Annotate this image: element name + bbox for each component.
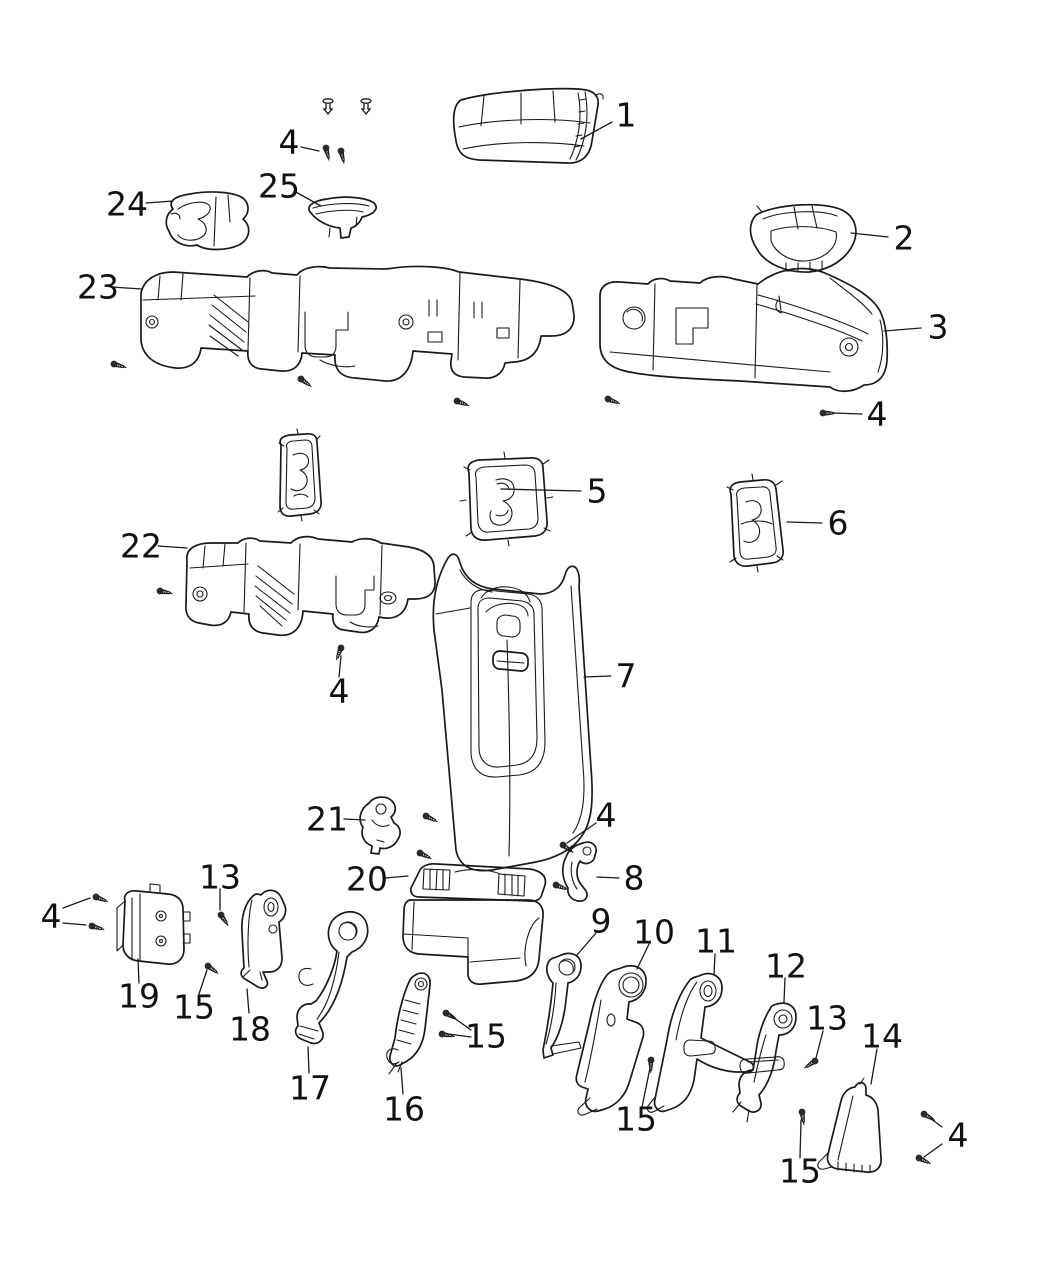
callout-fastener-15-bottom: 15 xyxy=(779,1152,821,1191)
callout-part-5: 5 xyxy=(587,472,608,511)
part-3-seatback-shield-drawing xyxy=(599,267,889,393)
part-22-seatback-shield-drawing xyxy=(185,535,436,637)
callout-fastener-4-right: 4 xyxy=(867,395,888,434)
screw-icon xyxy=(414,847,434,862)
callout-part-1: 1 xyxy=(616,96,637,135)
part-18-recliner-cover-drawing xyxy=(240,889,287,989)
part-2-shield-cap-drawing xyxy=(749,203,857,273)
callout-part-6: 6 xyxy=(828,504,849,543)
screw-icon xyxy=(452,396,471,410)
part-1-storage-bin-drawing xyxy=(452,87,604,164)
push-pin-icon xyxy=(360,98,372,115)
callout-part-20: 20 xyxy=(346,860,388,899)
part-8-hook-bracket-drawing xyxy=(562,841,597,902)
part-11-pivot-cover-drawing xyxy=(646,972,755,1113)
callout-part-11: 11 xyxy=(695,922,737,961)
screw-icon xyxy=(91,892,110,906)
screw-icon xyxy=(87,921,106,934)
part-20-armrest-cupholder-drawing xyxy=(402,862,547,985)
callout-fastener-4-mid: 4 xyxy=(596,796,617,835)
screw-icon xyxy=(797,1107,809,1126)
callout-part-22: 22 xyxy=(120,527,162,566)
callout-fastener-4-top: 4 xyxy=(279,123,300,162)
screw-icon xyxy=(913,1152,933,1167)
part-6-latch-bezel-drawing xyxy=(726,473,784,573)
callout-part-8: 8 xyxy=(624,859,645,898)
callout-part-12: 12 xyxy=(765,947,807,986)
screw-icon xyxy=(215,909,232,928)
callout-part-23: 23 xyxy=(77,268,119,307)
part-12-pivot-cover-drawing xyxy=(732,1002,797,1123)
screw-icon xyxy=(332,643,346,662)
screw-icon xyxy=(295,373,314,390)
callout-fastener-15-center: 15 xyxy=(465,1017,507,1056)
callout-part-7: 7 xyxy=(616,657,637,696)
callout-part-21: 21 xyxy=(306,800,348,839)
callout-part-14: 14 xyxy=(861,1017,903,1056)
part-24-latch-cover-drawing xyxy=(165,191,250,251)
callout-fastener-4-left: 4 xyxy=(41,897,62,936)
screw-icon xyxy=(155,586,174,598)
callout-part-25: 25 xyxy=(258,167,300,206)
push-pin-icon xyxy=(322,98,334,115)
callout-fastener-15-left: 15 xyxy=(173,988,215,1027)
callout-part-9: 9 xyxy=(591,902,612,941)
callout-part-19: 19 xyxy=(118,977,160,1016)
part-5-latch-bezel-drawing xyxy=(459,451,554,547)
part-21-hook-bracket-drawing xyxy=(359,796,401,855)
screw-icon xyxy=(336,146,349,165)
screw-icon xyxy=(109,359,128,372)
callout-part-18: 18 xyxy=(229,1010,271,1049)
screw-icon xyxy=(321,143,334,162)
callout-fastener-4-bottom-right: 4 xyxy=(948,1116,969,1155)
callout-fastener-4-center: 4 xyxy=(329,672,350,711)
part-7-armrest-back-panel-drawing xyxy=(432,553,593,872)
callout-fastener-13-left: 13 xyxy=(199,858,241,897)
callout-part-2: 2 xyxy=(894,219,915,258)
callout-part-17: 17 xyxy=(289,1069,331,1108)
part-19-side-shield-drawing xyxy=(116,883,191,965)
part-10-pivot-cover-drawing xyxy=(575,964,647,1116)
part-14-anchor-cover-drawing xyxy=(817,1077,882,1173)
screw-icon xyxy=(603,394,622,408)
part-25-latch-cover-drawing xyxy=(308,196,377,239)
leader-lines xyxy=(62,121,943,1159)
latch-bezel-drawing xyxy=(277,428,322,522)
screw-icon xyxy=(646,1055,656,1073)
part-16-latch-bracket-drawing xyxy=(386,972,431,1075)
screw-icon xyxy=(420,810,440,825)
callout-fastener-13-right: 13 xyxy=(806,999,848,1038)
callout-part-10: 10 xyxy=(633,913,675,952)
part-23-seatback-shield-drawing xyxy=(140,265,575,382)
callout-part-16: 16 xyxy=(383,1090,425,1129)
callout-part-24: 24 xyxy=(106,185,148,224)
part-9-pivot-cover-drawing xyxy=(542,952,582,1059)
callout-labels: 1 2 3 5 6 7 8 9 10 11 12 14 16 17 18 19 … xyxy=(41,96,969,1191)
screw-icon xyxy=(802,1055,821,1072)
callout-fastener-15-mid: 15 xyxy=(615,1100,657,1139)
callout-part-3: 3 xyxy=(928,308,949,347)
part-17-recliner-cover-drawing xyxy=(294,911,369,1045)
